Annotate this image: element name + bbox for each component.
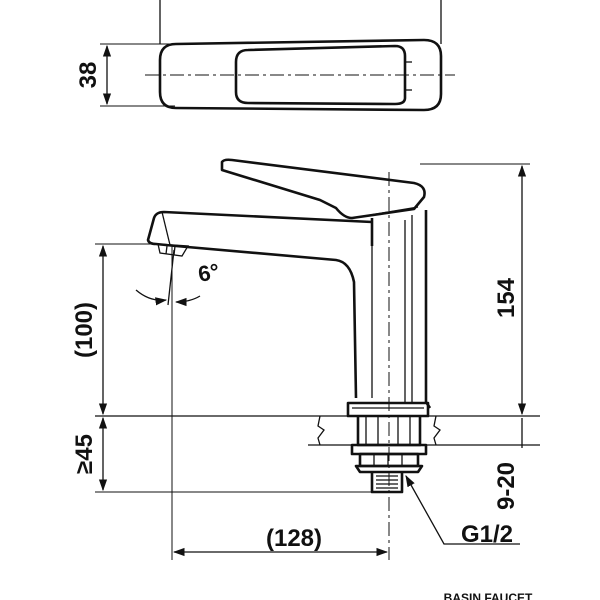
dim-38-label: 38 — [75, 62, 102, 89]
top-view-handle-outline — [234, 44, 407, 106]
side-view — [95, 158, 540, 560]
dim-154-label: 154 — [493, 277, 520, 318]
spout-outline — [146, 210, 373, 399]
dim-128-label: (128) — [266, 525, 322, 552]
top-view: 38 — [75, 0, 455, 112]
thread-label: G1/2 — [461, 521, 513, 548]
dim-45-label: ≥45 — [71, 434, 98, 474]
drawing-caption: BASIN FAUCET — [444, 591, 533, 600]
handle-lever-outline — [220, 158, 426, 220]
top-view-body-outline — [158, 38, 443, 112]
dimensions-layer: 154 (100) ≥45 9-20 (128) 6° G1/2 BASIN F… — [71, 163, 533, 600]
dim-100-label: (100) — [71, 302, 98, 358]
dim-9-20-label: 9-20 — [493, 462, 520, 510]
faucet-body-outline — [370, 210, 432, 409]
dim-angle-label: 6° — [196, 258, 221, 286]
